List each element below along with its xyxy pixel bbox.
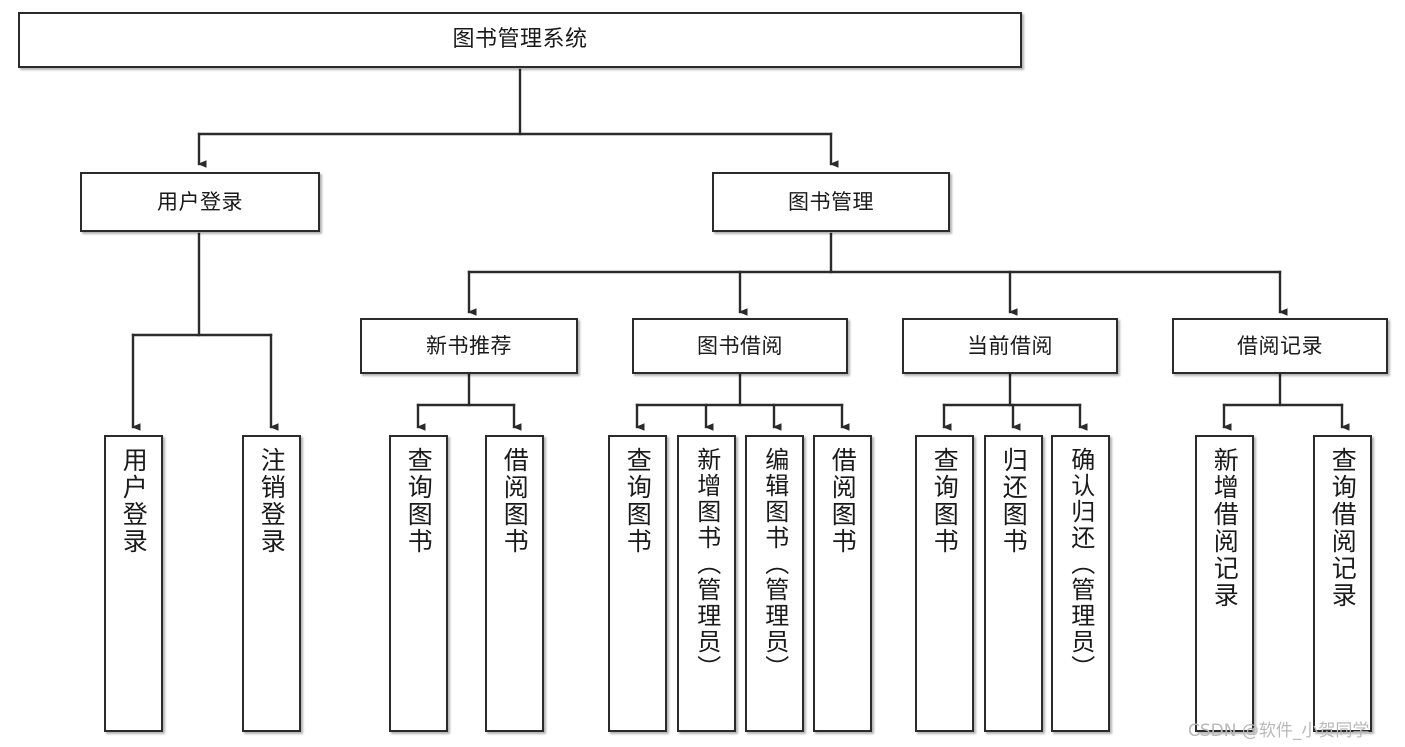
node-book-borrow[interactable]: 图书借阅 [632,318,848,374]
node-label: 新增借阅记录 [1210,447,1240,609]
node-label: 查询图书 [404,447,434,555]
node-label: 查询图书 [623,447,653,555]
node-user-login[interactable]: 用户登录 [80,172,320,232]
node-label: 查询图书 [930,447,960,555]
node-root-system[interactable]: 图书管理系统 [18,12,1022,68]
node-label: 图书借阅 [697,333,783,358]
node-label: 当前借阅 [967,333,1053,358]
node-label: 注销登录 [257,447,287,555]
node-book-management[interactable]: 图书管理 [712,172,950,232]
leaf-current-borrow-return[interactable]: 归还图书 [984,435,1043,732]
leaf-borrow-record-query[interactable]: 查询借阅记录 [1313,435,1372,732]
leaf-book-borrow-edit[interactable]: 编辑图书（管理员） [745,435,804,732]
node-label: 用户登录 [157,189,243,214]
csdn-watermark: CSDN @软件_小贺同学 [1188,721,1370,741]
node-label: 图书管理系统 [452,27,588,53]
leaf-book-borrow-borrow[interactable]: 借阅图书 [813,435,872,732]
node-label: 借阅记录 [1237,333,1323,358]
node-label: 借阅图书 [500,447,530,555]
node-label: 归还图书 [999,447,1029,555]
node-label: 新书推荐 [426,333,512,358]
node-new-book-recommend[interactable]: 新书推荐 [360,318,578,374]
node-label: 用户登录 [119,447,149,555]
node-label: 借阅图书 [828,447,858,555]
leaf-new-book-borrow[interactable]: 借阅图书 [485,435,544,732]
node-label: 编辑图书（管理员） [760,447,789,681]
node-label: 确认归还（管理员） [1066,447,1095,681]
node-borrow-record[interactable]: 借阅记录 [1172,318,1388,374]
node-current-borrow[interactable]: 当前借阅 [902,318,1118,374]
leaf-user-login-signin[interactable]: 用户登录 [104,435,163,732]
leaf-new-book-query[interactable]: 查询图书 [389,435,448,732]
node-label: 新增图书（管理员） [692,447,721,681]
node-label: 查询借阅记录 [1328,447,1358,609]
leaf-current-borrow-confirm-return[interactable]: 确认归还（管理员） [1051,435,1110,732]
leaf-book-borrow-add[interactable]: 新增图书（管理员） [677,435,736,732]
leaf-user-login-signout[interactable]: 注销登录 [242,435,301,732]
leaf-borrow-record-add[interactable]: 新增借阅记录 [1195,435,1254,732]
node-label: 图书管理 [788,189,874,214]
leaf-current-borrow-query[interactable]: 查询图书 [915,435,974,732]
leaf-book-borrow-query[interactable]: 查询图书 [608,435,667,732]
